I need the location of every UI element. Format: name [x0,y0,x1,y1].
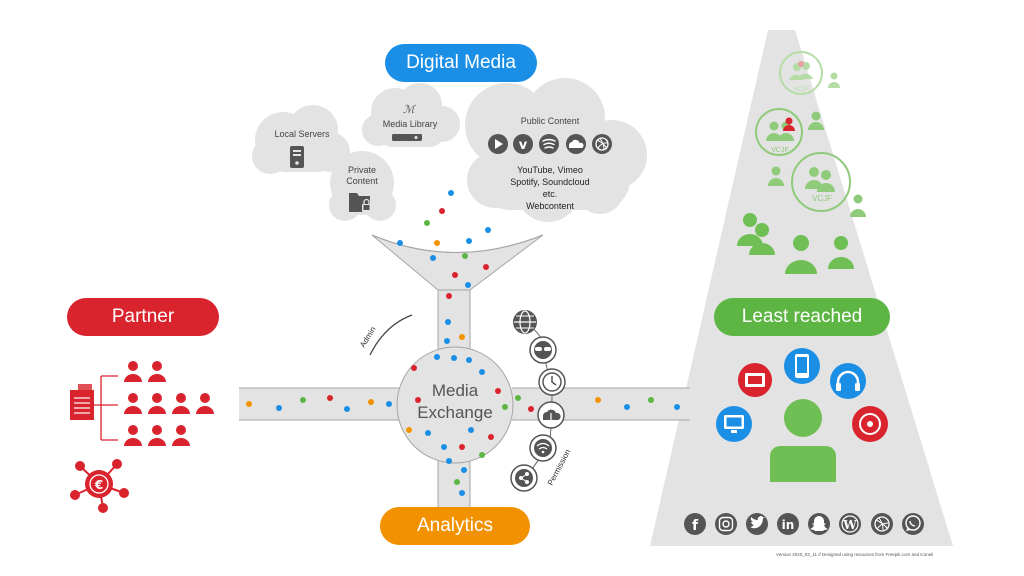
person-icon [749,223,775,255]
public-source-line-1: YouTube, Vimeo [517,165,583,175]
person-icon [172,393,190,414]
dribbble-icon [592,134,612,154]
admin-arc [369,314,413,356]
partner-connector-lines [93,375,118,441]
cloud-label-media-library: Media Library [383,119,438,129]
person-icon [172,425,190,446]
dribbble-icon [871,513,893,535]
pipes [239,234,695,510]
person-icon [808,111,824,130]
svg-text:v: v [519,138,528,153]
data-dots [246,190,680,496]
share-icon [510,464,538,492]
social-icons: f in W [684,513,924,535]
person-icon [148,393,166,414]
globe-icon [513,310,537,334]
pipeline-service-icons [510,310,566,492]
svg-text:ℳ: ℳ [403,103,417,116]
public-source-line-2: Spotify, Soundcloud [510,177,589,187]
hub-title-line-2: Exchange [417,403,493,422]
server-icon [290,146,304,168]
linkedin-icon: in [777,513,799,535]
funnel-top-rim [371,234,544,253]
instagram-icon [715,513,737,535]
smartphone-icon [784,348,820,384]
vcjf-badge-label: VCJF [794,87,809,93]
vcjf-group-low: VCJF [791,152,851,212]
wifi-icon [529,434,557,462]
svg-text:f: f [692,518,699,534]
cloud-download-icon [537,401,565,429]
public-service-icons: v [488,134,612,154]
spotify-icon [539,134,559,154]
person-icon [124,393,142,414]
tablet-icon [738,363,772,397]
sunglasses-icon [529,336,557,364]
device-icons [716,348,888,442]
person-icon [124,361,142,382]
folder-lock-icon [349,193,371,212]
person-icon [785,235,817,274]
disc-icon [852,406,888,442]
analytics-heading: Analytics [380,507,530,545]
headphones-icon [830,363,866,399]
snapchat-icon [808,513,830,535]
vcjf-group-mid: VCJF [755,108,803,156]
public-source-line-3: etc. [543,189,558,199]
person-icon [148,425,166,446]
version-footnote: Version 2020_03_11 // Designed using res… [776,552,934,557]
person-icon [196,393,214,414]
wordpress-icon: W [839,513,861,535]
euro-network-icon: € [70,459,129,513]
svg-text:W: W [842,518,857,532]
vcjf-badge-label: VCJF [812,194,832,203]
main-person-icon [770,399,836,482]
person-icon [828,72,840,88]
facebook-icon: f [684,513,706,535]
whatsapp-icon [902,513,924,535]
person-icon [124,425,142,446]
svg-text:€: € [94,478,103,492]
partner-heading: Partner [67,298,219,336]
person-icon [737,213,763,246]
person-icon [148,361,166,382]
person-icon [828,236,854,269]
svg-text:in: in [782,518,795,532]
public-source-line-4: Webcontent [526,201,574,211]
clock-icon [538,368,566,396]
cloud-media-library [362,83,460,147]
vcjf-badge-label: VCJF [771,147,789,154]
soundcloud-icon [566,134,586,154]
least-reached-heading: Least reached [714,298,890,336]
youtube-icon [488,134,508,154]
document-icon [70,384,94,420]
monitor-icon [716,406,752,442]
partner-people-icons [124,361,214,446]
person-icon [850,194,866,217]
cloud-label-local-servers: Local Servers [274,129,330,139]
cloud-label-public-content: Public Content [521,116,580,126]
library-icon: ℳ [392,103,422,141]
vimeo-icon: v [513,134,533,154]
person-icon [768,166,784,186]
twitter-icon [746,513,768,535]
vcjf-group-top: VCJF [779,51,823,95]
hub-title-line-1: Media [432,381,479,400]
digital-media-heading: Digital Media [385,44,537,82]
green-people-row [737,213,854,274]
